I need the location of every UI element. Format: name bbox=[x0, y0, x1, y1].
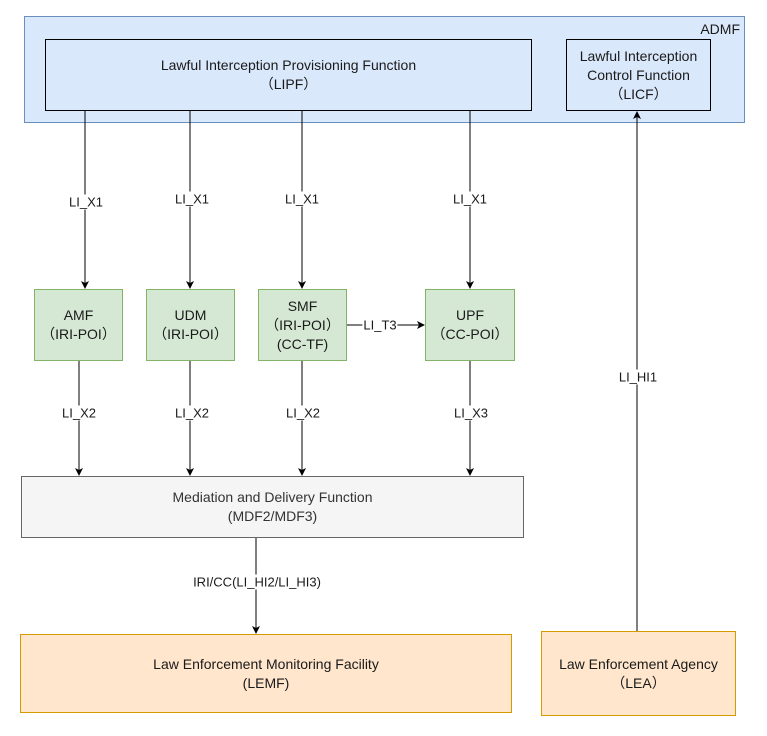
mdf-title: Mediation and Delivery Function bbox=[172, 489, 373, 505]
edge-label-t3: LI_T3 bbox=[362, 317, 398, 333]
mdf-node[interactable]: Mediation and Delivery Function (MDF2/MD… bbox=[21, 476, 524, 538]
lemf-node[interactable]: Law Enforcement Monitoring Facility (LEM… bbox=[20, 634, 512, 713]
licf-title-line1: Lawful Interception bbox=[579, 47, 698, 64]
edge-label-x2-amf: LI_X2 bbox=[61, 405, 97, 421]
amf-node[interactable]: AMF （IRI-POI） bbox=[34, 289, 123, 361]
lemf-abbrev: (LEMF) bbox=[242, 674, 290, 691]
upf-role: （CC-POI） bbox=[431, 326, 509, 342]
smf-role-tf: (CC-TF) bbox=[276, 335, 329, 352]
amf-title: AMF bbox=[63, 307, 94, 323]
licf-abbrev: （LICF） bbox=[609, 85, 668, 102]
lipf-abbrev: （LIPF） bbox=[259, 76, 318, 92]
lemf-title: Law Enforcement Monitoring Facility bbox=[153, 655, 379, 672]
licf-node[interactable]: Lawful Interception Control Function （LI… bbox=[566, 39, 711, 111]
udm-node[interactable]: UDM （IRI-POI） bbox=[146, 289, 235, 361]
lipf-node[interactable]: Lawful Interception Provisioning Functio… bbox=[45, 39, 532, 111]
udm-title: UDM bbox=[174, 307, 207, 323]
smf-role: （IRI-POI） bbox=[265, 316, 340, 333]
edge-label-hi23: IRI/CC(LI_HI2/LI_HI3) bbox=[192, 574, 322, 590]
edge-label-x1-smf: LI_X1 bbox=[284, 191, 320, 207]
lea-title: Law Enforcement Agency bbox=[559, 655, 718, 672]
edge-label-x2-smf: LI_X2 bbox=[285, 405, 321, 421]
upf-title: UPF bbox=[456, 307, 484, 323]
licf-title-line2: Control Function bbox=[587, 66, 690, 83]
edge-label-x2-udm: LI_X2 bbox=[174, 405, 210, 421]
edge-label-x1-amf: LI_X1 bbox=[68, 194, 104, 210]
edge-label-hi1: LI_HI1 bbox=[617, 369, 659, 385]
lea-abbrev: （LEA） bbox=[611, 674, 666, 691]
edge-label-x1-udm: LI_X1 bbox=[174, 191, 210, 207]
edge-label-x3-upf: LI_X3 bbox=[453, 405, 489, 421]
smf-title: SMF bbox=[287, 297, 318, 314]
smf-node[interactable]: SMF （IRI-POI） (CC-TF) bbox=[258, 289, 347, 361]
upf-node[interactable]: UPF （CC-POI） bbox=[425, 289, 515, 361]
amf-role: （IRI-POI） bbox=[41, 326, 116, 342]
lea-node[interactable]: Law Enforcement Agency （LEA） bbox=[541, 631, 736, 716]
edge-label-x1-upf: LI_X1 bbox=[452, 191, 488, 207]
admf-label: ADMF bbox=[700, 21, 740, 37]
mdf-abbrev: (MDF2/MDF3) bbox=[227, 508, 318, 524]
lipf-title: Lawful Interception Provisioning Functio… bbox=[160, 57, 417, 73]
udm-role: （IRI-POI） bbox=[153, 326, 228, 342]
